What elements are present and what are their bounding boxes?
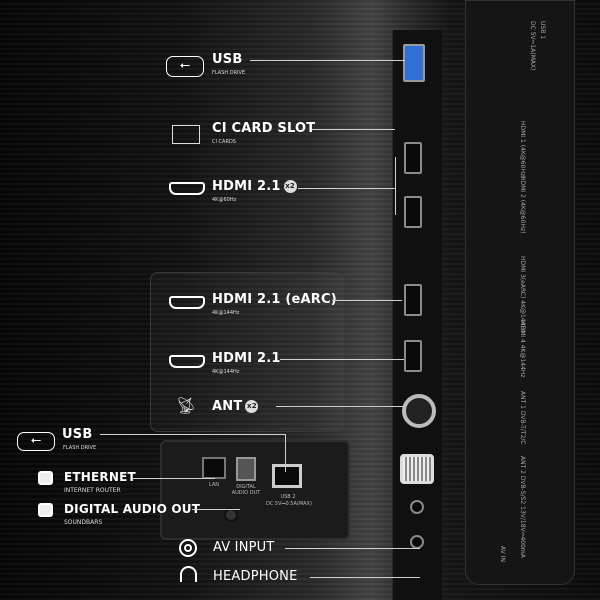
x2-badge: x2 xyxy=(283,180,297,193)
optical-print: DIGITAL AUDIO OUT xyxy=(231,484,261,496)
ethernet-sub: INTERNET ROUTER xyxy=(64,487,121,494)
av-title: AV INPUT xyxy=(213,540,275,555)
side-port-inset: LAN DIGITAL AUDIO OUT USB 2 DC 5V⎓0.5A(M… xyxy=(160,440,350,540)
ethernet-icon xyxy=(38,471,53,485)
ant1-coax-port xyxy=(402,394,436,428)
usb-top-title: USB xyxy=(212,52,243,67)
hdmi-earc-leader xyxy=(332,300,402,301)
ci-title: CI CARD SLOT xyxy=(212,121,316,136)
ci-leader xyxy=(312,129,395,130)
hdmi144-sub: 4K@144Hz xyxy=(212,369,240,375)
usb-icon: ⭠ xyxy=(17,432,55,451)
side-ant2: ANT 2 DVB-S/S2 13V/18V⎓400mA xyxy=(519,456,526,558)
usb-icon: ⭠ xyxy=(166,56,204,77)
side-usb1-power: DC 5V⎓1A(MAX) xyxy=(529,21,536,71)
optical-port xyxy=(236,457,256,481)
usb3-port xyxy=(403,44,425,82)
side-hdmi1: HDMI 1 (4K@60Hz) xyxy=(519,121,526,179)
optical-sub: SOUNDBARS xyxy=(64,519,103,526)
optical-leader xyxy=(192,509,240,510)
av-leader xyxy=(285,548,420,549)
hdmi2-port xyxy=(404,196,422,228)
hdmi144-title: HDMI 2.1 xyxy=(212,351,281,366)
headphone-icon xyxy=(180,566,197,582)
x2-badge: x2 xyxy=(245,400,259,413)
usb2-port xyxy=(272,464,302,488)
ethernet-leader xyxy=(133,478,215,479)
headphone-title: HEADPHONE xyxy=(213,569,298,584)
hdmi4-port xyxy=(404,340,422,372)
hdmi-icon xyxy=(169,296,205,309)
headphone-jack xyxy=(410,535,424,549)
hdmi-icon xyxy=(169,182,205,195)
optical-icon xyxy=(38,503,53,517)
usb2-print: USB 2 xyxy=(280,494,296,500)
usb-top-leader xyxy=(250,60,405,61)
ant-leader xyxy=(276,406,404,407)
hdmi60-sub: 4K@60Hz xyxy=(212,197,237,203)
ci-sub: CI CARDS xyxy=(212,139,236,145)
hdmi3-port xyxy=(404,284,422,316)
antenna-icon: 📡︎ xyxy=(176,396,197,415)
usb-side-leader xyxy=(100,434,286,435)
usb-side-sub: FLASH DRIVE xyxy=(63,445,97,451)
hdmi60-leader xyxy=(298,188,395,189)
usb-side-leader-drop xyxy=(285,434,286,472)
ant-title-text: ANT xyxy=(212,399,243,414)
hdmi60-title-text: HDMI 2.1 xyxy=(212,179,281,194)
headphone-leader xyxy=(310,577,420,578)
usb2-power-print: DC 5V⎓0.5A(MAX) xyxy=(266,501,312,507)
side-hdmi4: HDMI 4 4K@144Hz xyxy=(519,321,526,378)
side-avin: AV IN xyxy=(499,546,506,562)
hdmi-icon xyxy=(169,355,205,368)
hdmi144-leader xyxy=(280,359,404,360)
optical-title: DIGITAL AUDIO OUT xyxy=(64,502,201,516)
av-icon xyxy=(179,539,197,557)
side-hdmi2: HDMI 2 (4K@60Hz) xyxy=(519,176,526,234)
hdmi-earc-title: HDMI 2.1 (eARC) xyxy=(212,292,337,307)
hdmi1-port xyxy=(404,142,422,174)
ethernet-title: ETHERNET xyxy=(64,470,136,484)
hdmi60-bracket xyxy=(395,157,396,215)
av-jack xyxy=(410,500,424,514)
usb-side-title: USB xyxy=(62,427,93,442)
card-slot-icon xyxy=(172,125,200,144)
side-print-panel: USB 1 DC 5V⎓1A(MAX) HDMI 1 (4K@60Hz) HDM… xyxy=(465,0,575,585)
lan-port xyxy=(202,457,226,479)
side-ant1: ANT 1 DVB-T/T2/C xyxy=(519,391,526,445)
side-usb1: USB 1 xyxy=(539,21,546,40)
lan-print: LAN xyxy=(208,482,220,488)
ant2-f-port xyxy=(400,454,434,484)
hdmi-panel-frame xyxy=(150,272,345,432)
screw xyxy=(224,508,238,522)
hdmi-earc-sub: 4K@144Hz xyxy=(212,310,240,316)
usb-top-sub: FLASH DRIVE xyxy=(212,70,246,76)
